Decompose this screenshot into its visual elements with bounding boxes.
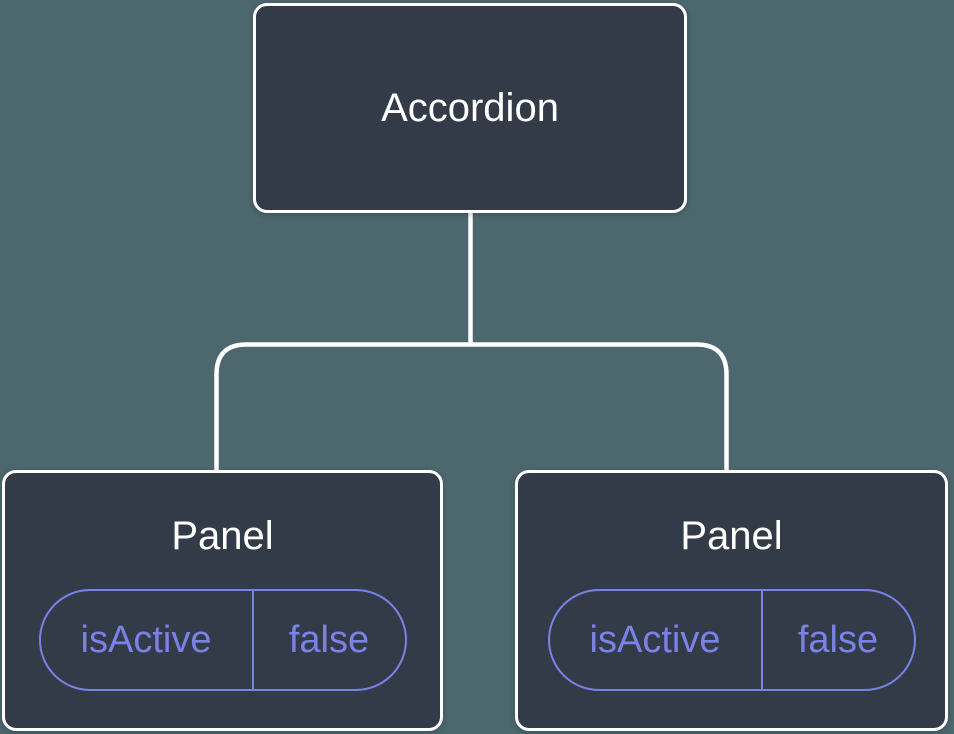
state-name-label: isActive xyxy=(550,591,763,689)
node-accordion: Accordion xyxy=(253,3,687,213)
node-panel-right: Panel isActive false xyxy=(515,470,948,731)
state-value-label: false xyxy=(797,618,879,661)
node-accordion-label: Accordion xyxy=(381,86,559,130)
state-name-label: isActive xyxy=(41,591,254,689)
node-panel-left-label: Panel xyxy=(171,514,274,558)
state-pill: isActive false xyxy=(38,589,407,691)
edge-branch xyxy=(214,342,729,472)
state-value-label: false xyxy=(288,618,370,661)
node-panel-left: Panel isActive false xyxy=(2,470,443,731)
node-panel-right-label: Panel xyxy=(680,514,783,558)
state-pill: isActive false xyxy=(547,589,916,691)
